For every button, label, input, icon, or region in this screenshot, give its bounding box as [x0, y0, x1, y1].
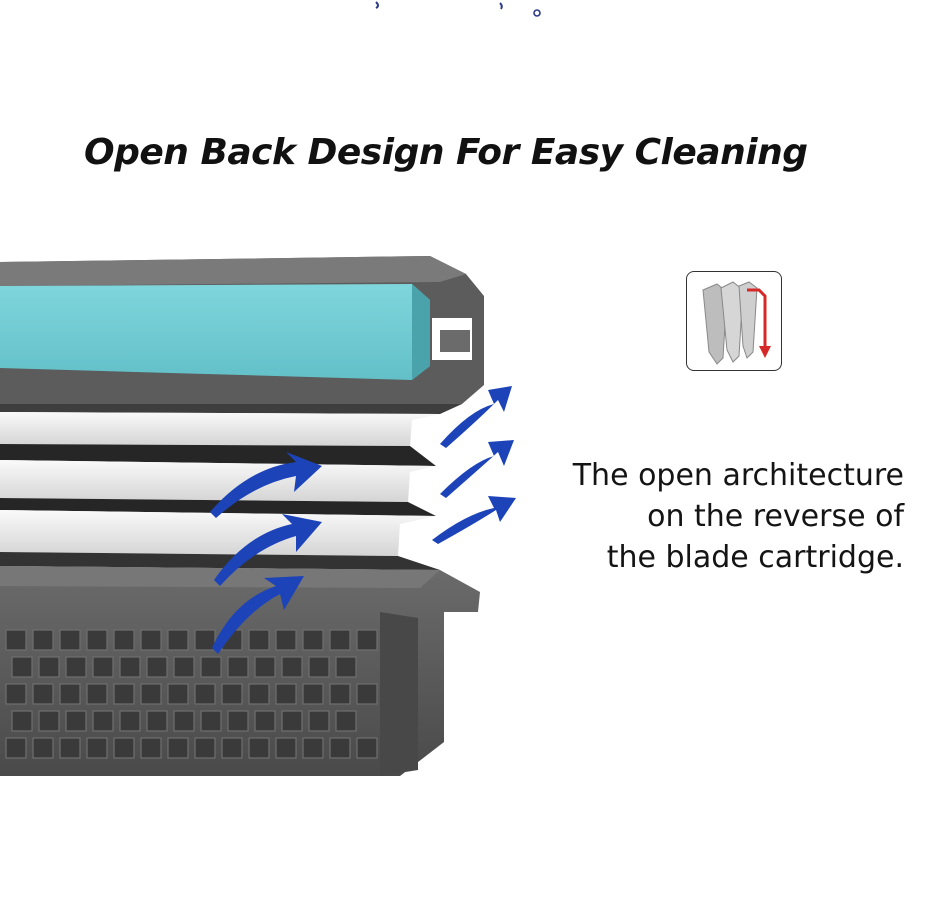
- airflow-arrow-icon: [440, 386, 512, 448]
- guard-cell: [194, 629, 216, 651]
- guard-cell: [221, 683, 243, 705]
- description-caption: The open architecture on the reverse of …: [504, 455, 904, 578]
- guard-cell: [86, 683, 108, 705]
- guard-cell: [86, 629, 108, 651]
- guard-cell: [329, 629, 351, 651]
- guard-cell: [329, 683, 351, 705]
- guard-cell: [356, 629, 378, 651]
- guard-cell: [173, 710, 195, 732]
- blade-1: [0, 404, 462, 466]
- guard-cell: [275, 629, 297, 651]
- guard-cell: [5, 683, 27, 705]
- guard-cell: [38, 656, 60, 678]
- guard-cell: [140, 683, 162, 705]
- guard-cell: [302, 683, 324, 705]
- airflow-arrows: [210, 386, 516, 654]
- guard-cell: [248, 737, 270, 759]
- guard-cell: [356, 683, 378, 705]
- lubricating-strip: [0, 284, 430, 380]
- guard-cell: [65, 656, 87, 678]
- guard-cell: [59, 683, 81, 705]
- guard-cell: [140, 737, 162, 759]
- guard-cell: [275, 683, 297, 705]
- guard-cell: [308, 710, 330, 732]
- guard-cell: [119, 656, 141, 678]
- caption-line-2: on the reverse of: [647, 499, 904, 534]
- guard-cell: [32, 683, 54, 705]
- guard-cell: [59, 737, 81, 759]
- guard-cell: [227, 710, 249, 732]
- guard-cell: [146, 710, 168, 732]
- airflow-arrow-icon: [432, 496, 516, 544]
- airflow-arrow-icon: [440, 440, 514, 498]
- guard-cell: [281, 710, 303, 732]
- guard-cell: [329, 737, 351, 759]
- guard-cell: [167, 683, 189, 705]
- guard-cell: [173, 656, 195, 678]
- guard-cell: [113, 629, 135, 651]
- caption-line-1: The open architecture: [572, 458, 904, 493]
- guard-cell: [38, 710, 60, 732]
- guard-cell: [281, 656, 303, 678]
- blade-drop-icon: [702, 281, 771, 365]
- guard-cell: [65, 710, 87, 732]
- guard-cell: [335, 710, 357, 732]
- guard-cell: [59, 629, 81, 651]
- guard-cell: [5, 629, 27, 651]
- guard-cell: [92, 710, 114, 732]
- guard-cell: [308, 656, 330, 678]
- guard-cell: [140, 629, 162, 651]
- guard-cell: [167, 629, 189, 651]
- guard-cell: [227, 656, 249, 678]
- guard-cell: [194, 737, 216, 759]
- airflow-arrow-icon: [212, 576, 304, 654]
- blade-drop-badge: [686, 271, 782, 371]
- guard-cell: [92, 656, 114, 678]
- guard-cell: [254, 656, 276, 678]
- guard-cell: [167, 737, 189, 759]
- guard-cell: [32, 737, 54, 759]
- cartridge-bottom-guard: [0, 566, 480, 776]
- airflow-arrow-icon: [210, 452, 322, 518]
- guard-cell: [302, 737, 324, 759]
- guard-cell: [5, 737, 27, 759]
- page-title: Open Back Design For Easy Cleaning: [84, 132, 808, 173]
- guard-cell: [335, 656, 357, 678]
- guard-cell: [200, 656, 222, 678]
- guard-cell: [302, 629, 324, 651]
- guard-cell: [32, 629, 54, 651]
- airflow-arrow-icon: [214, 514, 322, 586]
- guard-cell: [11, 656, 33, 678]
- guard-cell: [194, 683, 216, 705]
- guard-cell: [11, 710, 33, 732]
- guard-cell: [248, 683, 270, 705]
- top-decoration: [375, 1, 541, 17]
- guard-cell: [221, 737, 243, 759]
- guard-cell: [200, 710, 222, 732]
- guard-cell: [146, 656, 168, 678]
- guard-cell: [254, 710, 276, 732]
- guard-cell: [113, 737, 135, 759]
- guard-cell: [356, 737, 378, 759]
- caption-line-3: the blade cartridge.: [606, 540, 904, 575]
- guard-cell: [113, 683, 135, 705]
- guard-cell: [119, 710, 141, 732]
- guard-cell: [86, 737, 108, 759]
- guard-cell: [248, 629, 270, 651]
- guard-cell: [275, 737, 297, 759]
- blade-3: [0, 510, 440, 570]
